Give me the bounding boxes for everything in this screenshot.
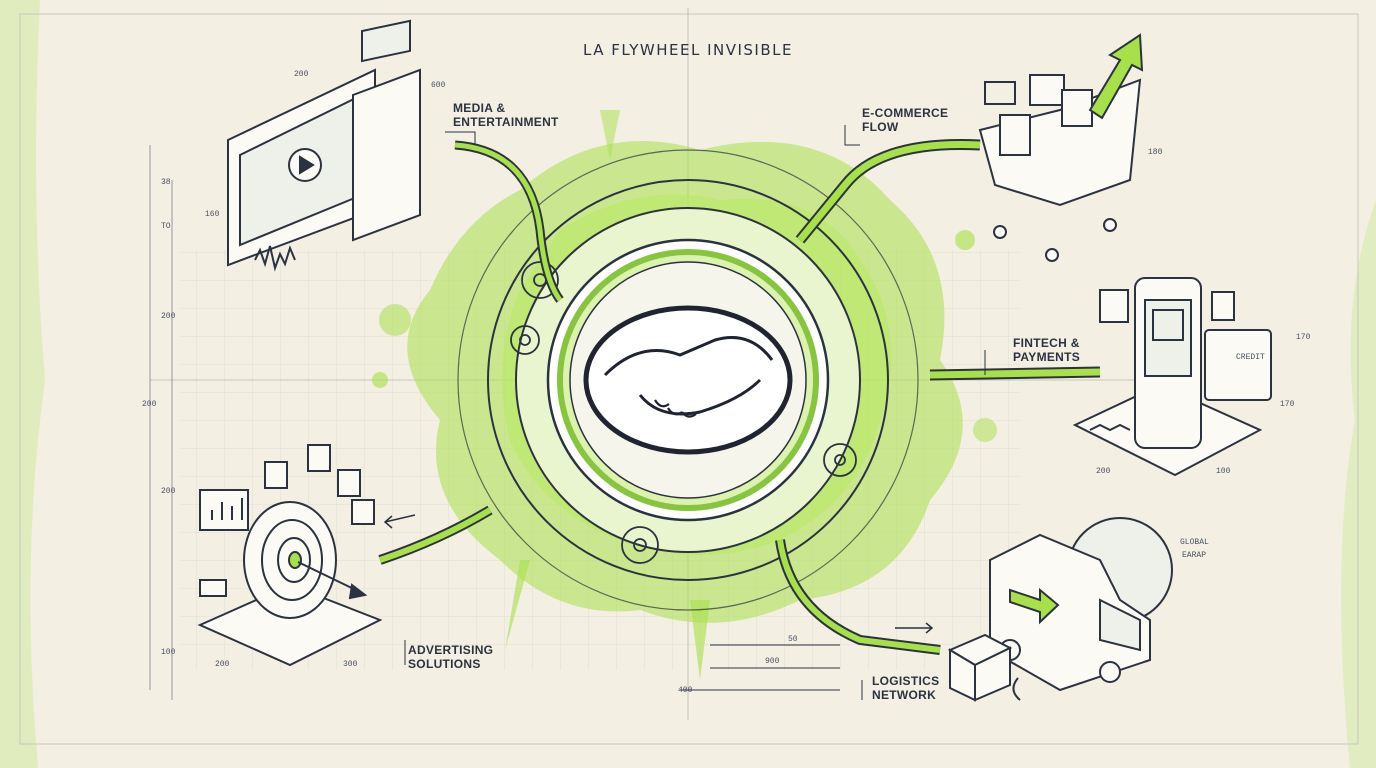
label-media-line-1: MEDIA &: [453, 101, 506, 115]
label-fintech-line-2: PAYMENTS: [1013, 350, 1081, 364]
left-edge-wash: [0, 0, 45, 768]
dimension-label: 200: [1096, 467, 1111, 476]
paper-border: [19, 13, 1359, 745]
dimension-label: 200: [161, 312, 176, 321]
handshake-logo-icon: [583, 305, 793, 455]
label-logistics-line-1: LOGISTICS: [872, 674, 940, 688]
label-logistics: LOGISTICS NETWORK: [872, 674, 939, 702]
globe-text-1: GLOBAL: [1180, 538, 1209, 547]
dimension-label: 170: [1296, 333, 1311, 342]
dimension-label: 160: [205, 210, 220, 219]
dimension-label: 100: [1216, 467, 1231, 476]
right-edge-wash: [1341, 200, 1376, 768]
dimension-label: 300: [343, 660, 358, 669]
label-logistics-line-2: NETWORK: [872, 688, 937, 702]
label-advertising-line-1: ADVERTISING: [408, 643, 494, 657]
dimension-label: 38: [161, 178, 171, 187]
dimension-label: 200: [215, 660, 230, 669]
dimension-label: 600: [431, 81, 446, 90]
dimension-label: 200: [142, 400, 157, 409]
label-advertising: ADVERTISING SOLUTIONS: [408, 643, 493, 671]
dimension-label: 900: [765, 657, 780, 666]
media-screens-illustration: [227, 19, 421, 272]
payment-phone-icon: [1072, 277, 1272, 477]
gear-icon: [510, 261, 857, 564]
delivery-van-icon: [947, 517, 1173, 702]
dimension-label: 200: [294, 70, 309, 79]
label-ecommerce: E-COMMERCE FLOW: [862, 106, 948, 134]
advertising-target-icon: [197, 444, 383, 667]
label-fintech-line-1: FINTECH &: [1013, 336, 1080, 350]
label-media: MEDIA & ENTERTAINMENT: [453, 101, 559, 129]
dimension-label: 100: [161, 648, 176, 657]
label-fintech: FINTECH & PAYMENTS: [1013, 336, 1080, 364]
dimension-label: 180: [1148, 148, 1163, 157]
card-text: CREDIT: [1236, 353, 1265, 362]
diagram-title: LA FLYWHEEL INVISIBLE: [583, 41, 793, 59]
dimension-label: 170: [1280, 400, 1295, 409]
label-media-line-2: ENTERTAINMENT: [453, 115, 559, 129]
dimension-label: 50: [788, 635, 798, 644]
flow-arrows: [383, 514, 934, 634]
pipe-connections: [378, 139, 1101, 655]
shopping-cart-icon: [978, 33, 1144, 262]
label-ecommerce-line-2: FLOW: [862, 120, 899, 134]
label-ecommerce-line-1: E-COMMERCE: [862, 106, 949, 120]
dimension-label: 200: [161, 487, 176, 496]
globe-text-2: EARAP: [1182, 551, 1207, 560]
label-advertising-line-2: SOLUTIONS: [408, 657, 481, 671]
dimension-label: 400: [678, 686, 693, 695]
dimension-label: TO: [161, 222, 171, 231]
leader-lines: [404, 125, 986, 700]
